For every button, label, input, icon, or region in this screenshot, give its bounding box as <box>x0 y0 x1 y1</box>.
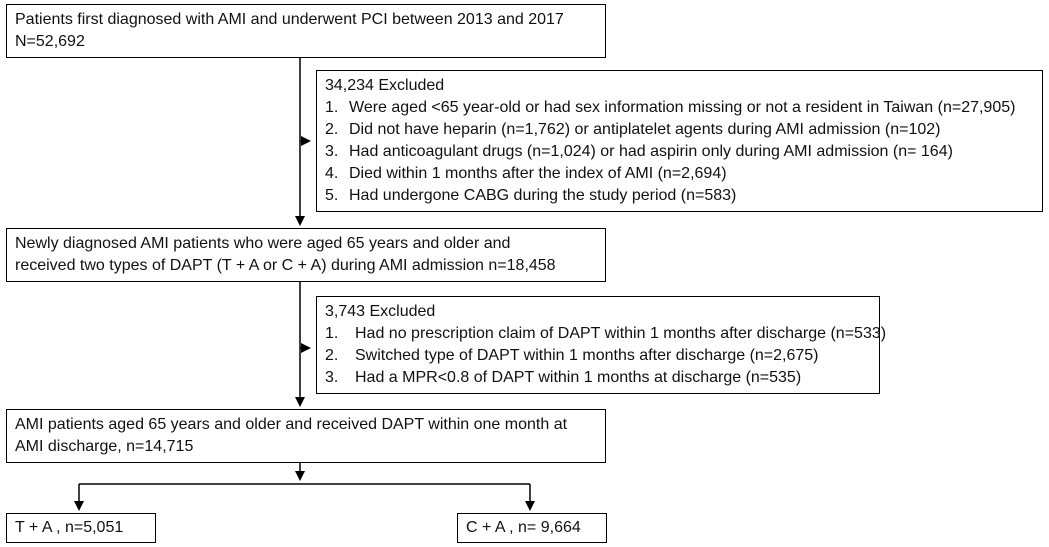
exclusion-1-item-text: Were aged <65 year-old or had sex inform… <box>349 99 1016 116</box>
exclusion-2-item-text: Switched type of DAPT within 1 months af… <box>355 347 819 364</box>
ta-group-label: T + A , n=5,051 <box>15 519 124 536</box>
exclusion-1-item-number: 4. <box>325 165 339 182</box>
exclusion-2-item-text: Had no prescription claim of DAPT within… <box>355 325 887 342</box>
final-cohort-box: AMI patients aged 65 years and older and… <box>6 409 606 463</box>
exclusion-1-item: 1. Were aged <65 year-old or had sex info… <box>325 97 1034 119</box>
ca-group-label: C + A , n= 9,664 <box>466 519 581 536</box>
exclusion-2-item: 3. Had a MPR<0.8 of DAPT within 1 months … <box>325 367 871 389</box>
exclusion-2-item-text: Had a MPR<0.8 of DAPT within 1 months at… <box>355 369 802 386</box>
exclusion-2-item-number: 2. <box>325 347 339 364</box>
exclusion-box-1: 34,234 Excluded 1. Were aged <65 year-old… <box>316 70 1043 212</box>
exclusion-1-header: 34,234 Excluded <box>325 77 445 94</box>
eligible-cohort-text-1: Newly diagnosed AMI patients who were ag… <box>15 235 511 252</box>
exclusion-1-item: 2. Did not have heparin (n=1,762) or anti… <box>325 119 1034 141</box>
exclusion-1-item-text: Had anticoagulant drugs (n=1,024) or had… <box>349 143 953 160</box>
final-cohort-text-2: AMI discharge, n=14,715 <box>15 438 194 455</box>
exclusion-2-item: 1. Had no prescription claim of DAPT with… <box>325 323 886 345</box>
exclusion-1-item: 4. Died within 1 months after the index o… <box>325 163 1034 185</box>
final-cohort-text-1: AMI patients aged 65 years and older and… <box>15 416 568 433</box>
exclusion-2-item-number: 3. <box>325 369 339 386</box>
exclusion-1-item: 3. Had anticoagulant drugs (n=1,024) or h… <box>325 141 1034 163</box>
initial-cohort-text: Patients first diagnosed with AMI and un… <box>15 11 564 28</box>
exclusion-1-item-text: Died within 1 months after the index of … <box>349 165 727 182</box>
exclusion-1-item-number: 1. <box>325 99 339 116</box>
exclusion-1-item-text: Did not have heparin (n=1,762) or antipl… <box>349 121 941 138</box>
initial-cohort-count: N=52,692 <box>15 33 85 50</box>
exclusion-1-item: 5. Had undergone CABG during the study pe… <box>325 185 1034 207</box>
exclusion-2-item-number: 1. <box>325 325 339 342</box>
exclusion-2-item: 2. Switched type of DAPT within 1 months … <box>325 345 871 367</box>
ta-group-box: T + A , n=5,051 <box>6 513 156 543</box>
initial-cohort-box: Patients first diagnosed with AMI and un… <box>6 4 606 58</box>
exclusion-1-item-number: 2. <box>325 121 339 138</box>
exclusion-1-item-number: 3. <box>325 143 339 160</box>
exclusion-box-2: 3,743 Excluded 1. Had no prescription cla… <box>316 296 886 394</box>
eligible-cohort-box: Newly diagnosed AMI patients who were ag… <box>6 228 606 282</box>
ca-group-box: C + A , n= 9,664 <box>457 513 607 543</box>
exclusion-1-item-text: Had undergone CABG during the study peri… <box>349 187 737 204</box>
eligible-cohort-text-2: received two types of DAPT (T + A or C +… <box>15 257 556 274</box>
exclusion-1-item-number: 5. <box>325 187 339 204</box>
exclusion-2-header: 3,743 Excluded <box>325 303 436 320</box>
